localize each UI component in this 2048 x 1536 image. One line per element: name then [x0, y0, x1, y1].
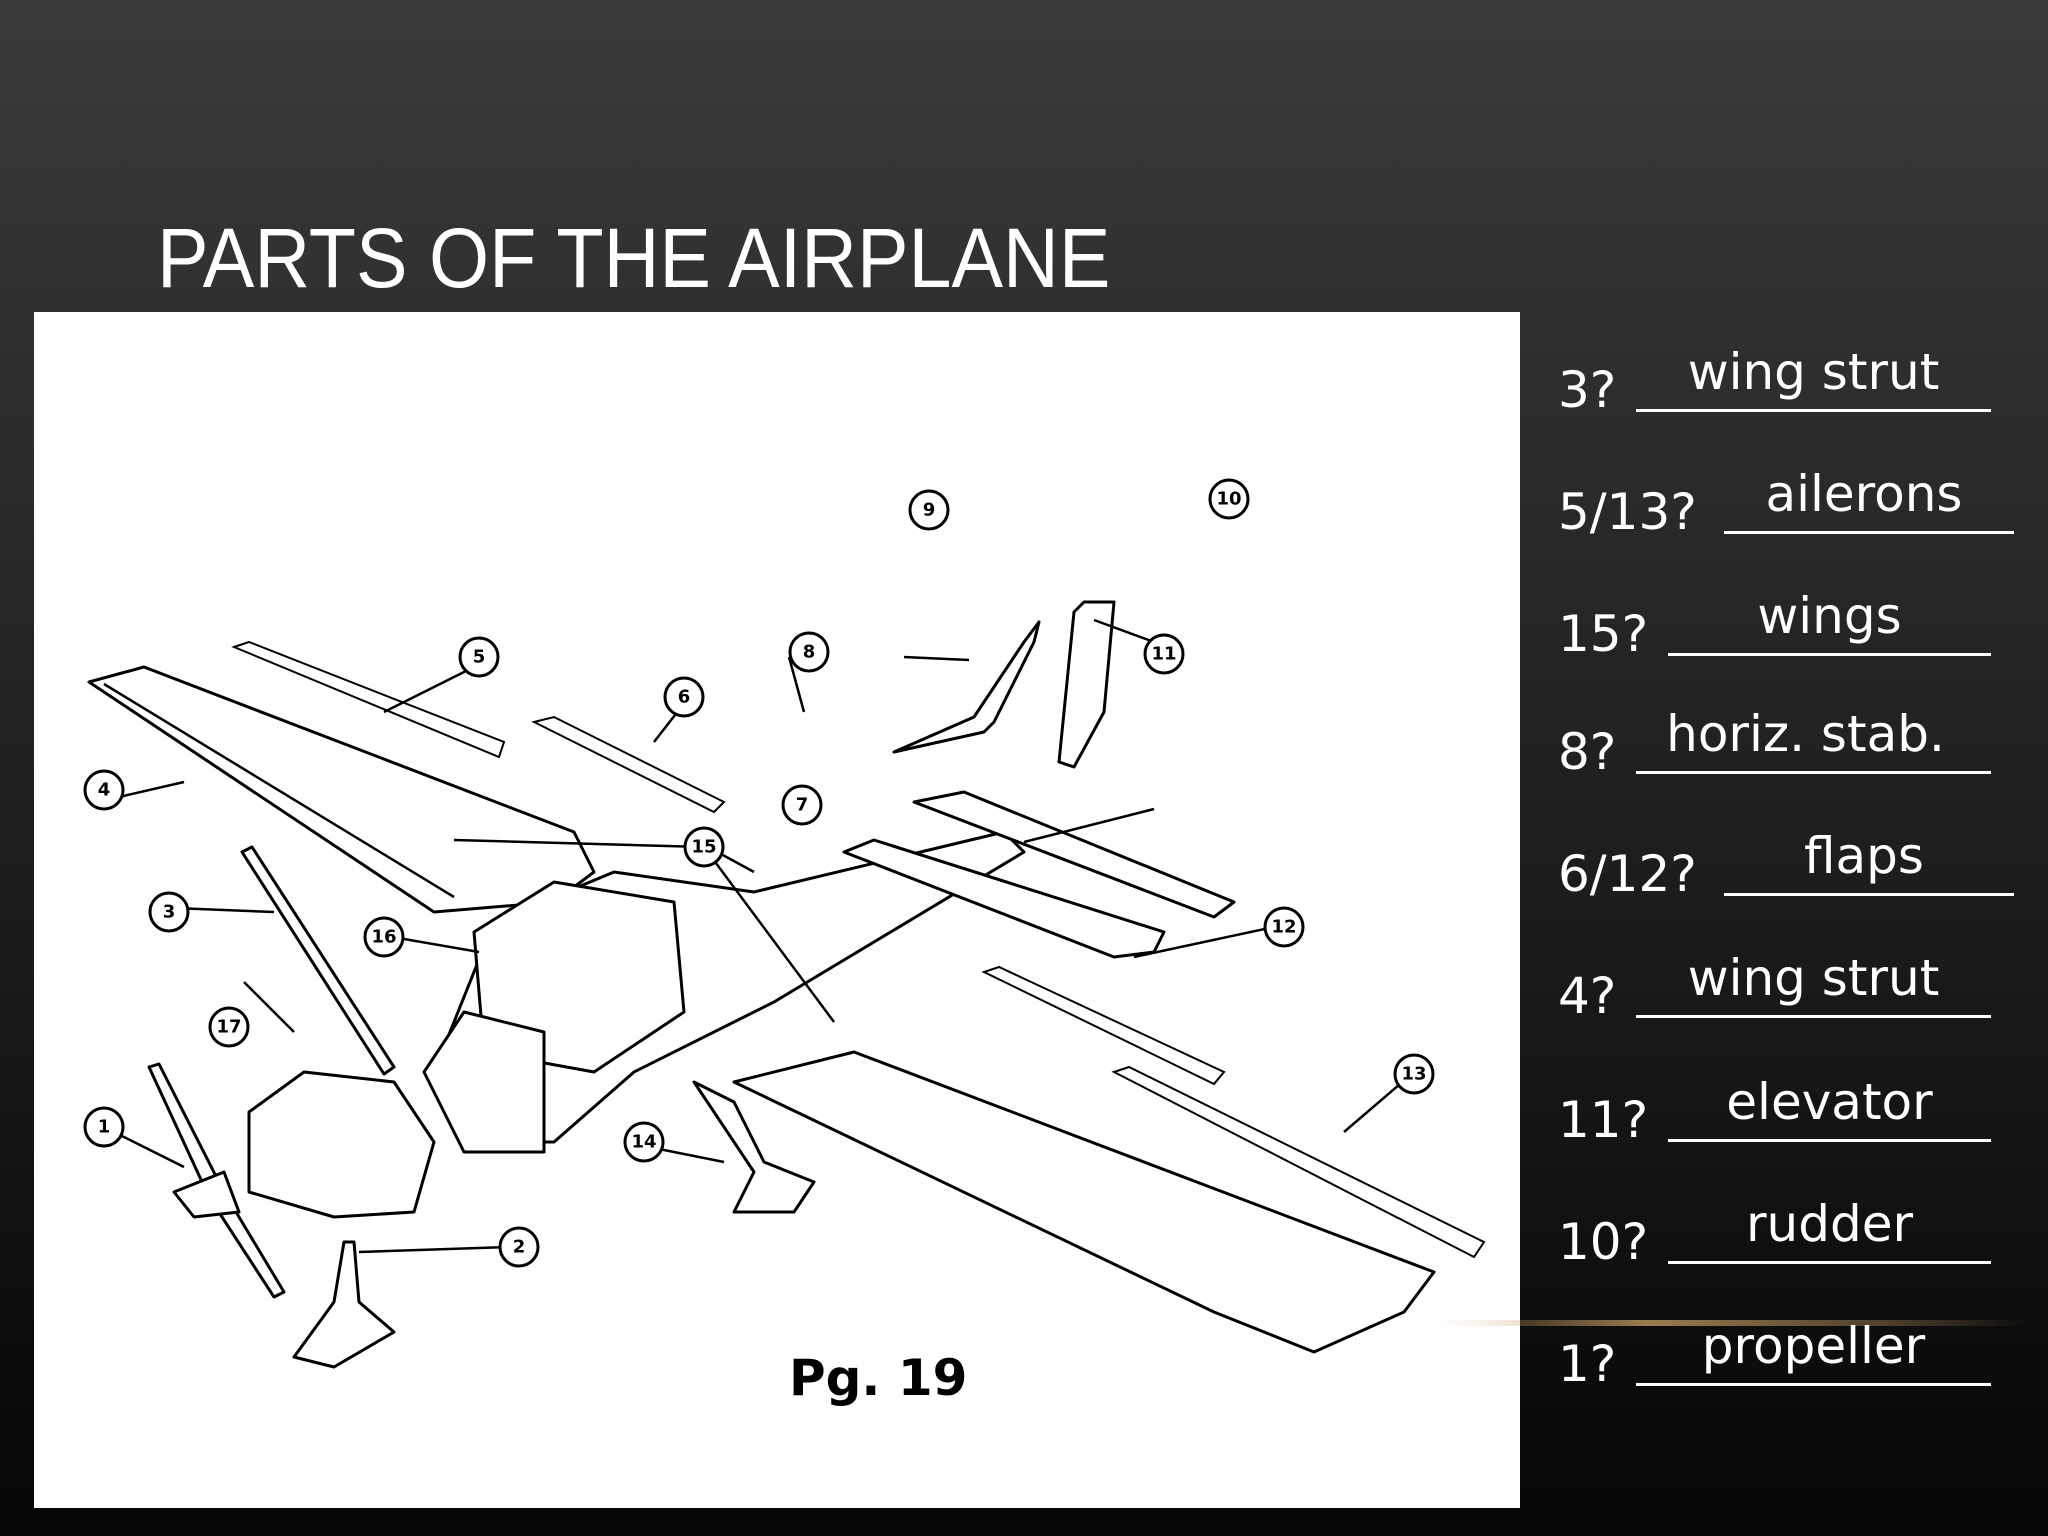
answer-row: 8? horiz. stab. — [1558, 702, 2018, 782]
airplane-parts-diagram: 1 2 3 4 5 6 7 8 9 10 11 12 13 14 15 16 1… — [34, 312, 1520, 1508]
answer-underline — [1668, 1261, 1991, 1264]
answer-text: wing strut — [1687, 343, 1940, 401]
svg-text:4: 4 — [98, 780, 111, 801]
answer-row: 5/13? ailerons — [1558, 462, 2018, 542]
callout-14: 14 — [623, 1121, 665, 1163]
answer-text: elevator — [1726, 1073, 1933, 1131]
callout-13: 13 — [1393, 1053, 1435, 1095]
answer-underline — [1668, 1139, 1991, 1142]
right-aileron — [1111, 1065, 1486, 1259]
answer-text: rudder — [1745, 1195, 1914, 1253]
answer-underline — [1636, 409, 1991, 412]
main-gear — [692, 1080, 816, 1214]
callout-15: 15 — [683, 826, 725, 868]
svg-text:2: 2 — [513, 1237, 526, 1258]
svg-text:1: 1 — [98, 1117, 111, 1138]
svg-text:13: 13 — [1401, 1064, 1426, 1085]
elevator — [912, 790, 1236, 919]
right-flap — [981, 965, 1226, 1086]
svg-text:17: 17 — [216, 1017, 241, 1038]
answer-underline — [1636, 1383, 1991, 1386]
svg-text:5: 5 — [473, 647, 486, 668]
spinner — [172, 1170, 241, 1219]
question-label: 8? — [1558, 723, 1617, 781]
left-aileron — [231, 640, 506, 759]
nose-gear — [292, 1240, 396, 1369]
cowling — [422, 1010, 546, 1154]
right-wing — [732, 1050, 1436, 1354]
svg-text:7: 7 — [796, 795, 809, 816]
callout-4: 4 — [83, 769, 125, 811]
left-flap — [531, 715, 726, 814]
answer-text: horiz. stab. — [1666, 705, 1945, 763]
question-label: 3? — [1558, 361, 1617, 419]
answer-underline — [1668, 653, 1991, 656]
question-label: 4? — [1558, 967, 1617, 1025]
answer-text: propeller — [1701, 1317, 1926, 1375]
answer-text: wing strut — [1687, 949, 1940, 1007]
callout-5: 5 — [458, 636, 500, 678]
answer-text: flaps — [1804, 827, 1924, 885]
page-reference: Pg. 19 — [789, 1349, 968, 1407]
answer-row: 6/12? flaps — [1558, 824, 2018, 904]
horizontal-stabilizer — [842, 838, 1166, 959]
slide-title: PARTS OF THE AIRPLANE — [157, 211, 1111, 305]
callout-12: 12 — [1263, 906, 1305, 948]
svg-text:9: 9 — [923, 500, 936, 521]
callout-16: 16 — [363, 916, 405, 958]
svg-text:16: 16 — [371, 927, 396, 948]
answer-text: ailerons — [1765, 465, 1963, 523]
accent-glow-line — [1440, 1320, 2030, 1326]
answer-row: 1? propeller — [1558, 1314, 2018, 1394]
answer-underline — [1724, 893, 2014, 896]
callout-10: 10 — [1208, 478, 1250, 520]
answer-row: 10? rudder — [1558, 1192, 2018, 1272]
svg-text:12: 12 — [1271, 917, 1296, 938]
question-label: 11? — [1558, 1091, 1649, 1149]
answer-row: 4? wing strut — [1558, 946, 2018, 1026]
callout-17: 17 — [208, 1006, 250, 1048]
callout-9: 9 — [908, 489, 950, 531]
svg-text:6: 6 — [678, 687, 691, 708]
callout-7: 7 — [781, 784, 823, 826]
vertical-fin — [892, 620, 1041, 754]
answer-row: 15? wings — [1558, 584, 2018, 664]
callout-8: 8 — [788, 631, 830, 673]
answer-underline — [1636, 1015, 1991, 1018]
svg-text:8: 8 — [803, 642, 816, 663]
rudder — [1057, 600, 1116, 769]
question-label: 10? — [1558, 1213, 1649, 1271]
callout-1: 1 — [83, 1106, 125, 1148]
answer-row: 3? wing strut — [1558, 340, 2018, 420]
callout-6: 6 — [663, 676, 705, 718]
answer-text: wings — [1757, 587, 1902, 645]
question-label: 15? — [1558, 605, 1649, 663]
answer-underline — [1636, 771, 1991, 774]
left-wing — [87, 665, 596, 914]
answer-row: 11? elevator — [1558, 1070, 2018, 1150]
engine-cowl — [247, 1070, 436, 1219]
svg-text:14: 14 — [631, 1132, 656, 1153]
callout-3: 3 — [148, 891, 190, 933]
svg-text:3: 3 — [163, 902, 176, 923]
callout-2: 2 — [498, 1226, 540, 1268]
svg-text:10: 10 — [1216, 489, 1241, 510]
callout-11: 11 — [1143, 633, 1185, 675]
svg-text:11: 11 — [1151, 644, 1176, 665]
question-label: 1? — [1558, 1335, 1617, 1393]
left-wing-strut — [240, 845, 396, 1076]
question-label: 6/12? — [1558, 845, 1697, 903]
question-label: 5/13? — [1558, 483, 1697, 541]
answer-underline — [1724, 531, 2014, 534]
exploded-airplane-drawing: 1 2 3 4 5 6 7 8 9 10 11 12 13 14 15 16 1… — [83, 478, 1486, 1369]
svg-text:15: 15 — [691, 837, 716, 858]
